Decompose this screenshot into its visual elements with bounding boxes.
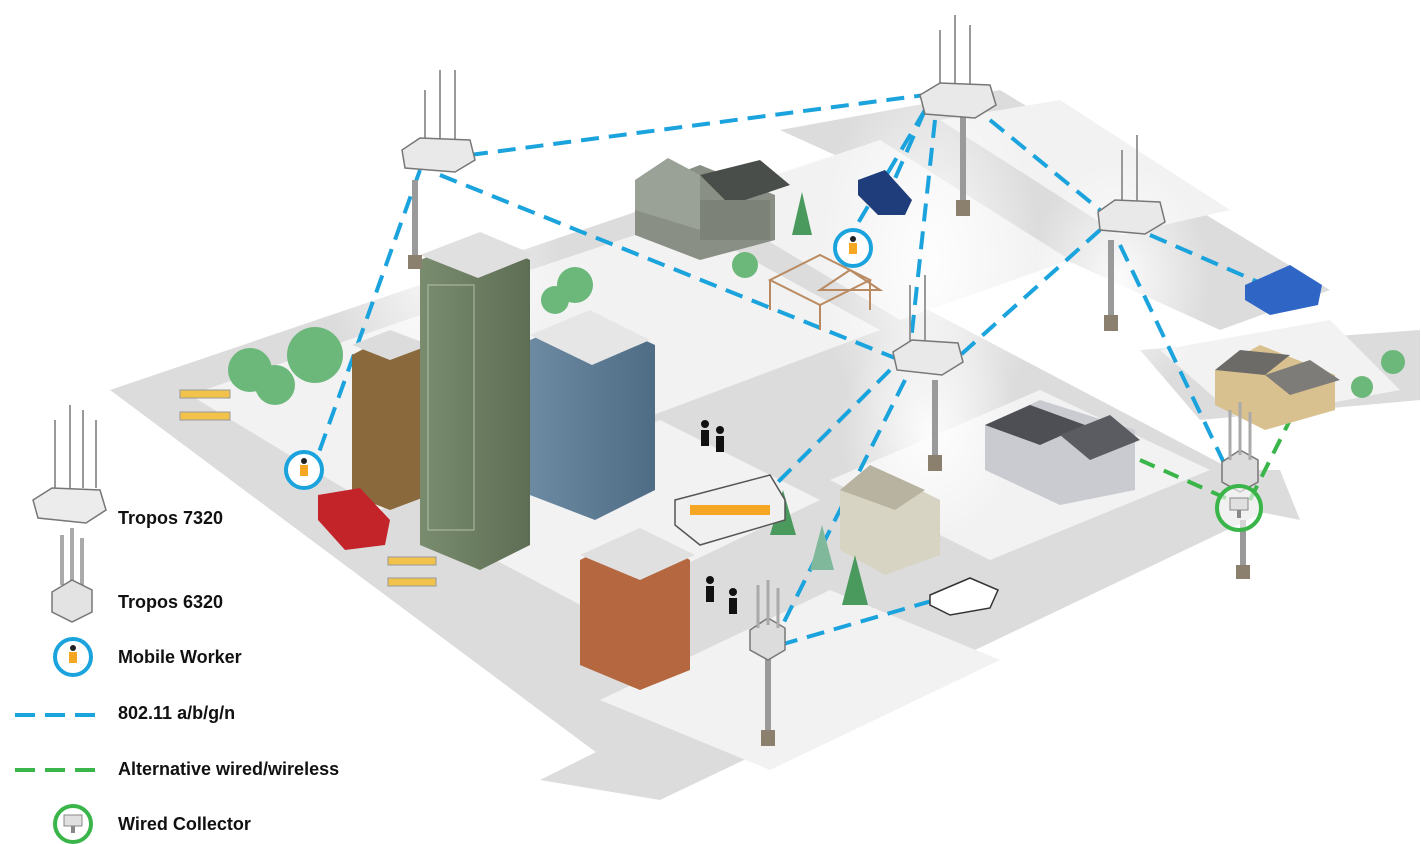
node-tropos-7320-b [919,15,997,216]
mobile-worker-map-2 [833,228,873,268]
node-tropos-7320-d [892,275,964,471]
tropos-6320-icon [51,528,93,623]
legend-label-tropos-7320: Tropos 7320 [118,508,224,528]
legend-label-wired-collector: Wired Collector [118,814,251,834]
house-right-top [1215,345,1340,430]
node-tropos-7320-c [1097,135,1166,331]
legend-label-tropos-6320: Tropos 6320 [118,592,224,612]
house-middle-right [985,400,1140,505]
building-blue [530,310,655,520]
fire-truck [318,488,390,550]
legend-label-alternative: Alternative wired/wireless [118,759,340,779]
pickup-truck [858,170,912,215]
house-lower-middle [840,465,940,575]
bus-stripe [690,505,770,515]
police-car [929,577,999,616]
node-tropos-6320-b [1221,402,1259,579]
road-barriers [179,389,437,587]
vehicles [318,170,1322,616]
building-brick [580,528,695,690]
building-brown [352,330,430,510]
house-under-construction [767,253,884,330]
legend-label-mobile-worker: Mobile Worker [118,647,242,667]
house-top-left [635,158,790,260]
building-tall-green [420,232,535,570]
node-tropos-6320-a [749,580,786,746]
mobile-worker-map-1 [284,450,324,490]
node-tropos-7320-a [401,70,476,269]
tropos-7320-icon [32,405,107,524]
wired-collector-map [1215,484,1263,532]
utility-truck [1245,265,1322,315]
pedestrians [701,420,737,614]
legend-label-wifi: 802.11 a/b/g/n [118,703,236,723]
mobile-worker-icon [53,637,93,677]
wired-collector-icon [53,804,93,844]
